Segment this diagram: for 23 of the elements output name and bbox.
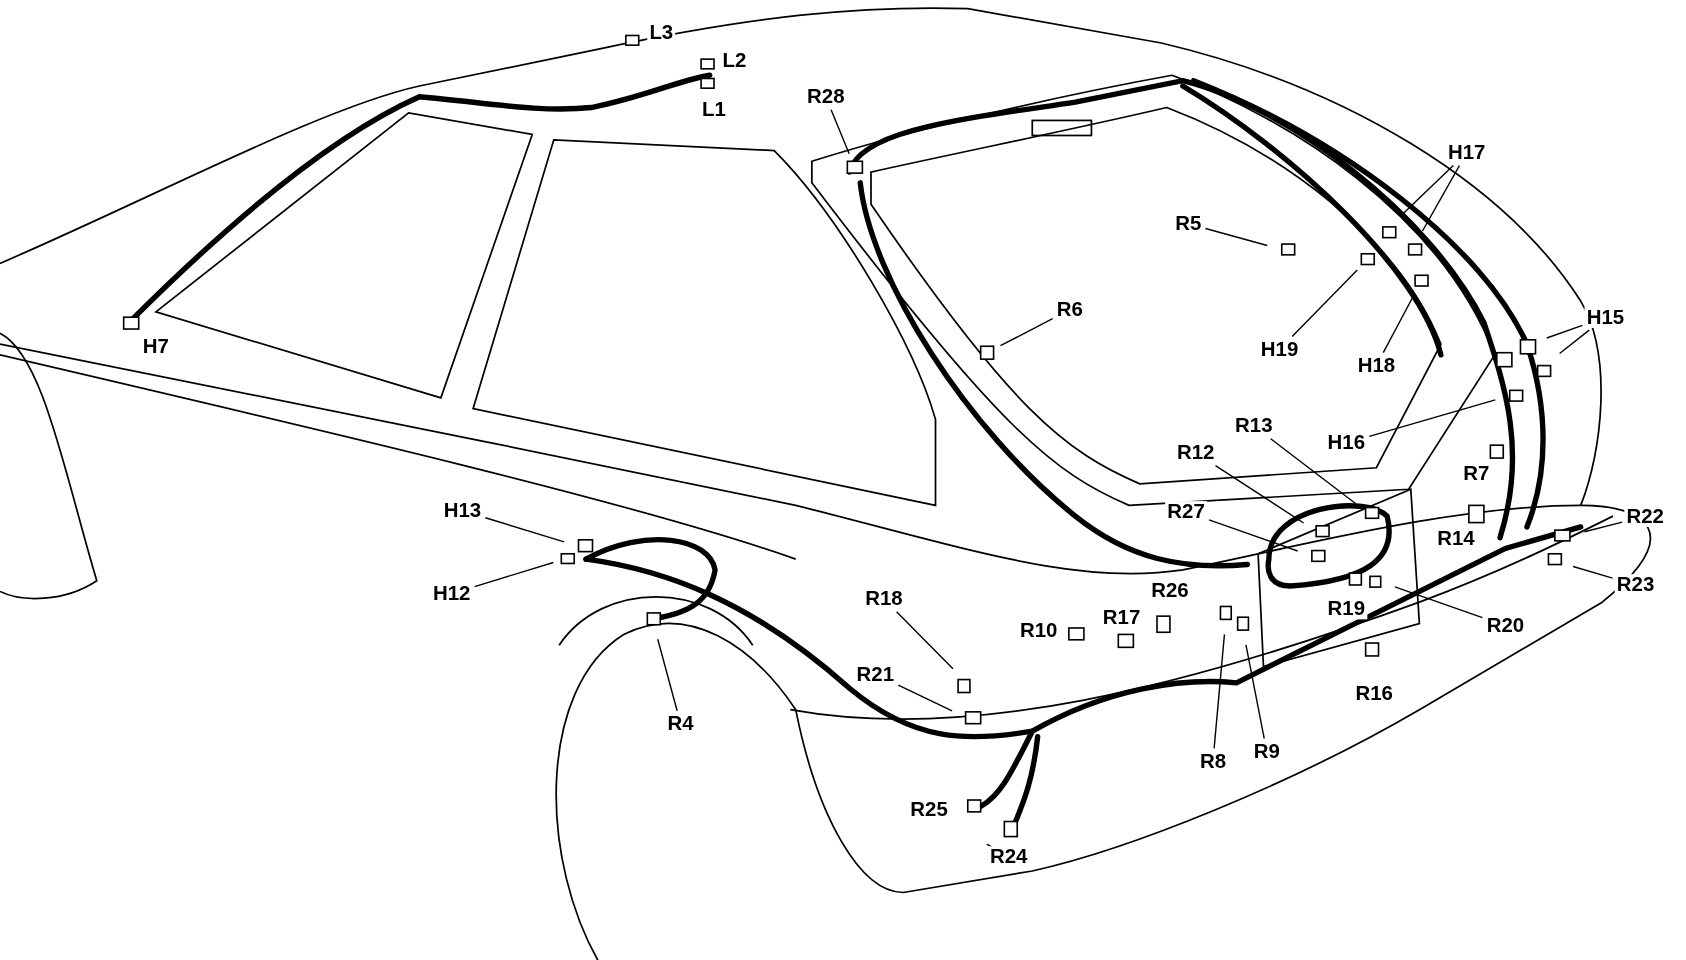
leader-line	[999, 318, 1054, 347]
leader-line	[1291, 269, 1358, 338]
leader-line	[1270, 438, 1357, 505]
leader-line	[484, 517, 565, 543]
leader-line	[1213, 633, 1226, 750]
leader-line	[1208, 519, 1299, 552]
leader-line	[1583, 521, 1623, 533]
leader-line	[1245, 644, 1265, 740]
leader-line	[897, 684, 953, 712]
callout-label: H15	[1584, 306, 1627, 328]
leader-line	[1368, 399, 1496, 438]
leader-line	[1394, 586, 1484, 619]
leader-line	[895, 611, 954, 670]
leader-line	[657, 638, 678, 712]
leader-line	[1572, 565, 1614, 579]
leader-line	[1546, 324, 1584, 339]
leader-line	[1421, 164, 1461, 232]
leader-line	[1204, 227, 1268, 247]
leader-line	[830, 109, 850, 155]
leader-line	[1214, 464, 1305, 524]
leader-line	[473, 561, 555, 588]
leader-line	[1558, 329, 1590, 355]
callout-label: R23	[1614, 574, 1657, 596]
